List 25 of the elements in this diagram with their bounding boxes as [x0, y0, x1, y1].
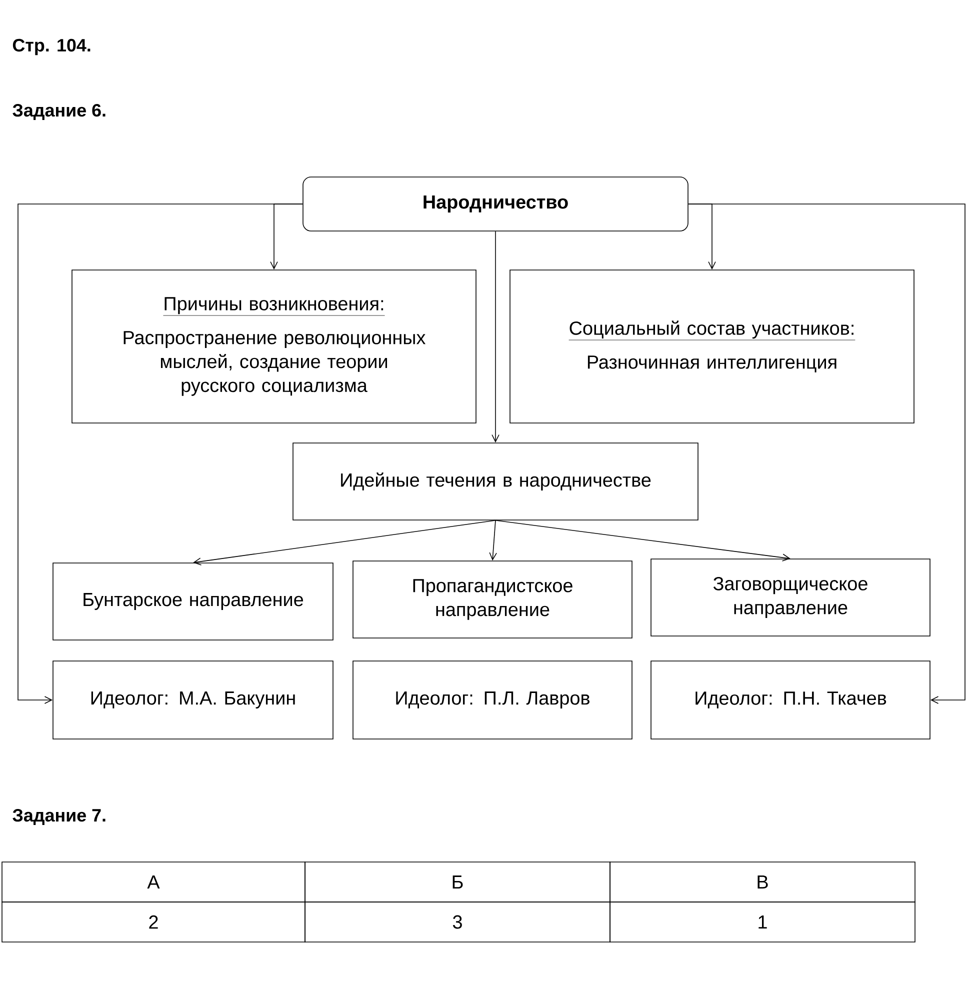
arrow: [492, 231, 500, 443]
arrow: [489, 520, 497, 561]
heading: Задание 6.: [12, 104, 106, 120]
arrow: [688, 204, 966, 704]
process-box: Идейные течения в народничестве: [292, 442, 698, 520]
arrow: [18, 204, 303, 704]
table-cell: В: [610, 862, 916, 902]
process-box: Заговорщическое направление: [650, 558, 930, 636]
table-cell: А: [2, 862, 306, 902]
process-box: Бунтарское направление: [52, 562, 334, 640]
process-box: Идеолог: П.Н. Ткачев: [650, 660, 930, 740]
process-box: Причины возникновения: Распространение революционных мыслей, создание теории русского социализма: [72, 270, 476, 424]
arrow: [495, 520, 790, 562]
heading: Задание 7.: [12, 808, 106, 826]
heading: Стр. 104.: [12, 38, 90, 56]
table-cell: 1: [610, 902, 916, 942]
arrow: [193, 520, 496, 566]
table-cell: Б: [304, 862, 610, 902]
process-box: Социальный состав участников: Разночинная интеллигенция: [510, 270, 914, 424]
process-box: Идеолог: П.Л. Лавров: [352, 660, 632, 740]
table-cell: 3: [304, 902, 610, 942]
process-box: Народничество: [302, 176, 688, 232]
process-box: Идеолог: М.А. Бакунин: [52, 660, 334, 740]
table-cell: 2: [2, 902, 306, 942]
process-box: Пропагандистское направление: [352, 560, 632, 638]
